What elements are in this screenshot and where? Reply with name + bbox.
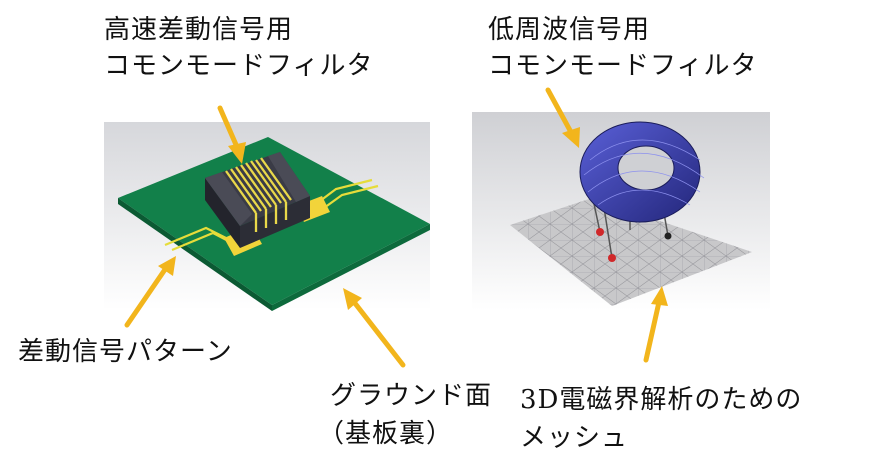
mesh-label-line1: 3D電磁界解析のための: [520, 385, 803, 415]
diff-trace-left-a: [164, 226, 231, 247]
hs-cmf-label-line2: コモンモードフィルタ: [104, 51, 374, 81]
ground-label-line1: グラウンド面: [330, 381, 493, 411]
ground-label-line2: （基板裏）: [318, 419, 454, 449]
arrows: [124, 87, 668, 368]
lead-contact-3: [664, 232, 672, 240]
lead-contact-2: [608, 254, 616, 262]
pcb-edge-right: [272, 224, 430, 311]
arrow-to-diff-pattern: [124, 265, 169, 328]
pcb-edge-front: [118, 198, 272, 311]
lead-contact-1: [596, 228, 604, 236]
hs-cmf-label-line1: 高速差動信号用: [104, 15, 294, 45]
hs-cmf-component: [205, 152, 310, 248]
lf-cmf-label-line1: 低周波信号用: [488, 15, 651, 45]
lf-cmf-label-line2: コモンモードフィルタ: [488, 51, 758, 81]
mesh-grid: [510, 198, 752, 306]
mesh-label-line2: メッシュ: [520, 423, 629, 453]
arrow-to-ground: [351, 299, 406, 368]
arrow-to-hs-cmf: [217, 105, 240, 150]
right-panel: [472, 112, 770, 310]
lf-cmf-toroid: [579, 121, 705, 223]
arrow-to-lf-cmf: [545, 87, 575, 137]
left-panel: [104, 122, 430, 311]
arrow-to-mesh: [643, 299, 662, 363]
diff-pattern-label: 差動信号パターン: [18, 337, 233, 367]
